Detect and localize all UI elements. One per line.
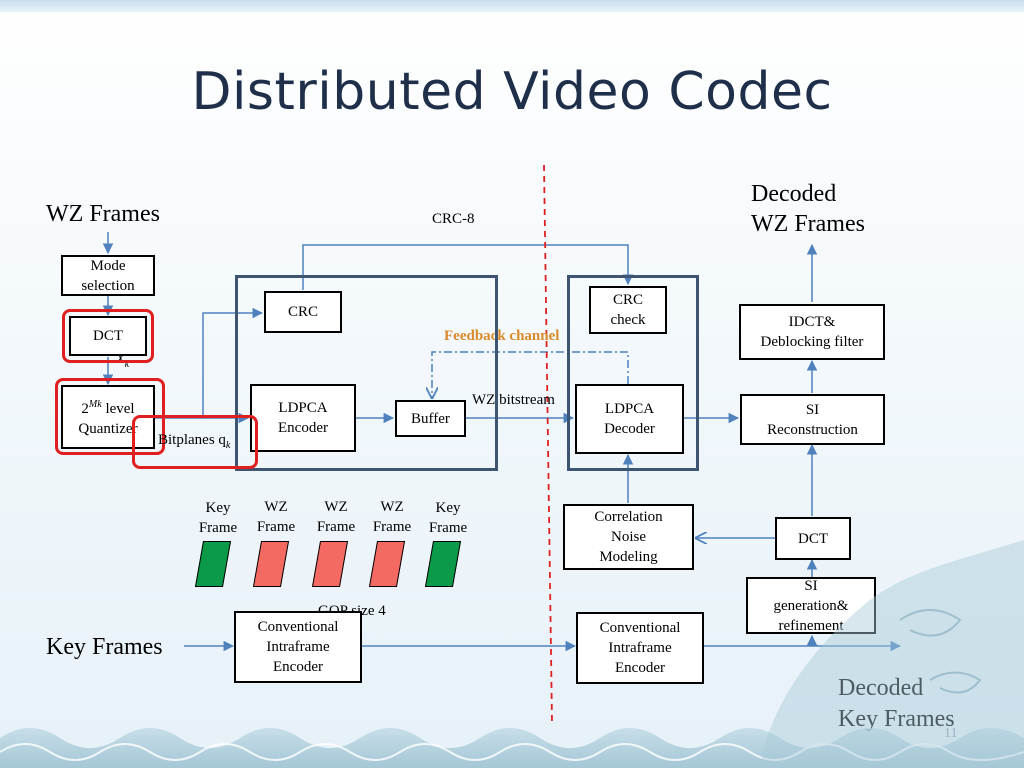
wz-bitstream-label: WZ bitstream [472, 392, 555, 408]
arrow-quant-to-crc [155, 307, 264, 419]
key-frames-label: Key Frames [46, 634, 163, 660]
crc8-label: CRC-8 [432, 211, 475, 227]
encoder-decoder-divider [543, 164, 553, 723]
dct-encoder-block: DCT [69, 316, 147, 356]
xk-label: Xk [116, 352, 130, 370]
dct-highlight [62, 309, 154, 363]
top-banner [0, 0, 1024, 12]
buffer-block: Buffer [395, 400, 466, 437]
encoder-group [235, 275, 498, 471]
decoded-wz-label-1: Decoded [751, 181, 837, 207]
decoded-key-label-2: Key Frames [838, 706, 955, 732]
quantizer-block: 2Mk level Quantizer [61, 385, 155, 449]
decoded-key-label-1: Decoded [838, 675, 924, 701]
feedback-channel-label: Feedback channel [444, 328, 560, 344]
slide-title: Distributed Video Codec [191, 62, 833, 122]
feedback-line [432, 351, 629, 398]
crc-block: CRC [264, 291, 342, 333]
wz-frames-label: WZ Frames [46, 201, 160, 227]
decoded-wz-label-2: WZ Frames [751, 211, 865, 237]
decoder-group [567, 275, 699, 471]
idct-block: IDCT&Deblocking filter [739, 304, 885, 360]
bitplanes-label: Bitplanes qk [158, 432, 231, 451]
bitplanes-highlight [132, 415, 258, 469]
dct-decoder-block: DCT [775, 517, 851, 560]
page-number: 11 [944, 726, 958, 741]
arrow-crc8 [302, 244, 634, 290]
